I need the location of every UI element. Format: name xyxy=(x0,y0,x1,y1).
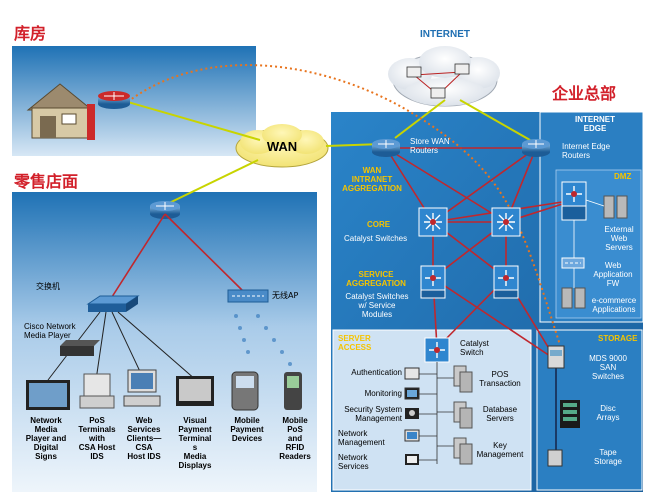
storage-title: STORAGE xyxy=(598,334,638,343)
core-title: CORE xyxy=(367,220,391,229)
database-server-icon xyxy=(453,401,473,429)
external-web-servers-label: External Web Servers xyxy=(604,225,634,252)
network-services-icon xyxy=(405,454,419,465)
auth-server-icon xyxy=(404,367,420,380)
retail-switch-icon xyxy=(86,295,140,312)
server-access-switch-icon xyxy=(424,337,450,363)
media-player-label: Cisco Network Media Player xyxy=(24,322,76,340)
core-switch-1-icon xyxy=(418,207,448,237)
device-label-4: Visual Payment Terminal s Media Displays xyxy=(178,416,212,470)
pos-terminal-icon xyxy=(79,373,115,409)
catalyst-switch-label: Catalyst Switch xyxy=(460,339,489,357)
internet-cloud xyxy=(388,46,500,107)
device-label-6: Mobile PoS and RFID Readers xyxy=(279,416,311,461)
retail-panel xyxy=(12,192,317,492)
network-mgmt-label: Network Management xyxy=(338,429,385,447)
server-access-title: SERVER ACCESS xyxy=(338,334,372,352)
retail-router-icon xyxy=(150,201,180,219)
device-label-1: Network Media Player and Digital Signs xyxy=(25,416,67,461)
service-agg-switch-1-icon xyxy=(420,265,446,299)
mobile-pos-rfid-icon xyxy=(284,372,302,410)
service-aggregation-title: SERVICE AGGREGATION xyxy=(346,270,406,288)
internet-edge-routers-label: Internet Edge Routers xyxy=(562,142,611,160)
internet-label: INTERNET xyxy=(420,29,470,40)
ecommerce-apps-label: e-commerce Applications xyxy=(591,296,637,314)
external-web-server-icon xyxy=(603,195,628,219)
tape-storage-label: Tape Storage xyxy=(593,448,623,466)
device-label-5: Mobile Payment Devices xyxy=(230,416,264,443)
service-aggregation-sub: Catalyst Switches w/ Service Modules xyxy=(345,292,409,319)
media-player-icon xyxy=(60,340,100,356)
core-sub-label: Catalyst Switches xyxy=(344,234,408,243)
digital-sign-icon xyxy=(26,380,70,410)
wan-label: WAN xyxy=(266,139,298,154)
warehouse-router-icon xyxy=(98,91,130,109)
ecommerce-server-icon xyxy=(561,287,586,309)
pos-transaction-server-icon xyxy=(453,365,473,393)
monitoring-icon xyxy=(404,387,420,400)
pos-transaction-label: POS Transaction xyxy=(479,370,521,388)
service-agg-switch-2-icon xyxy=(493,265,519,299)
store-wan-router-icon xyxy=(372,139,400,157)
dmz-switch-icon xyxy=(561,181,587,221)
wan-intranet-aggregation-label: WAN INTRANET AGGREGATION xyxy=(342,166,402,193)
dmz-label: DMZ xyxy=(614,172,632,181)
internet-edge-title: INTERNET EDGE xyxy=(575,115,615,133)
device-label-2: PoS Terminals with CSA Host IDS xyxy=(78,416,116,461)
device-label-3: Web Services Clients— CSA Host IDS xyxy=(126,416,162,461)
web-app-fw-label: Web Application FW xyxy=(593,261,633,288)
mds-san-switch-icon xyxy=(547,345,565,369)
internet-edge-router-icon xyxy=(522,139,550,157)
database-servers-label: Database Servers xyxy=(482,405,518,423)
retail-title: 零售店面 xyxy=(14,172,79,191)
key-management-label: Key Management xyxy=(476,441,524,459)
disc-arrays-label: Disc Arrays xyxy=(596,404,620,422)
security-mgmt-icon xyxy=(405,408,419,419)
network-services-label: Network Services xyxy=(338,453,369,471)
store-wan-routers-label: Store WAN Routers xyxy=(410,137,450,155)
core-switch-2-icon xyxy=(491,207,521,237)
retail-switch-label: 交换机 xyxy=(36,282,60,291)
wireless-ap-icon xyxy=(227,289,269,303)
wan-cloud xyxy=(235,124,329,168)
mobile-payment-device-icon xyxy=(231,371,259,411)
hq-title: 企业总部 xyxy=(552,84,617,103)
web-app-fw-icon xyxy=(561,257,585,269)
wireless-ap-label: 无线AP xyxy=(272,291,299,300)
network-mgmt-icon xyxy=(404,429,420,442)
key-management-server-icon xyxy=(453,437,473,465)
visual-payment-terminal-icon xyxy=(176,376,214,406)
mds-switches-label: MDS 9000 SAN Switches xyxy=(589,354,627,381)
disc-array-icon xyxy=(560,400,580,428)
monitoring-label: Monitoring xyxy=(364,389,402,398)
auth-label: Authentication xyxy=(351,368,402,377)
security-mgmt-label: Security System Management xyxy=(344,405,402,423)
warehouse-building-icon xyxy=(26,83,95,140)
tape-storage-icon xyxy=(547,449,563,467)
warehouse-title: 库房 xyxy=(14,24,47,43)
web-client-pc-icon xyxy=(123,369,161,407)
